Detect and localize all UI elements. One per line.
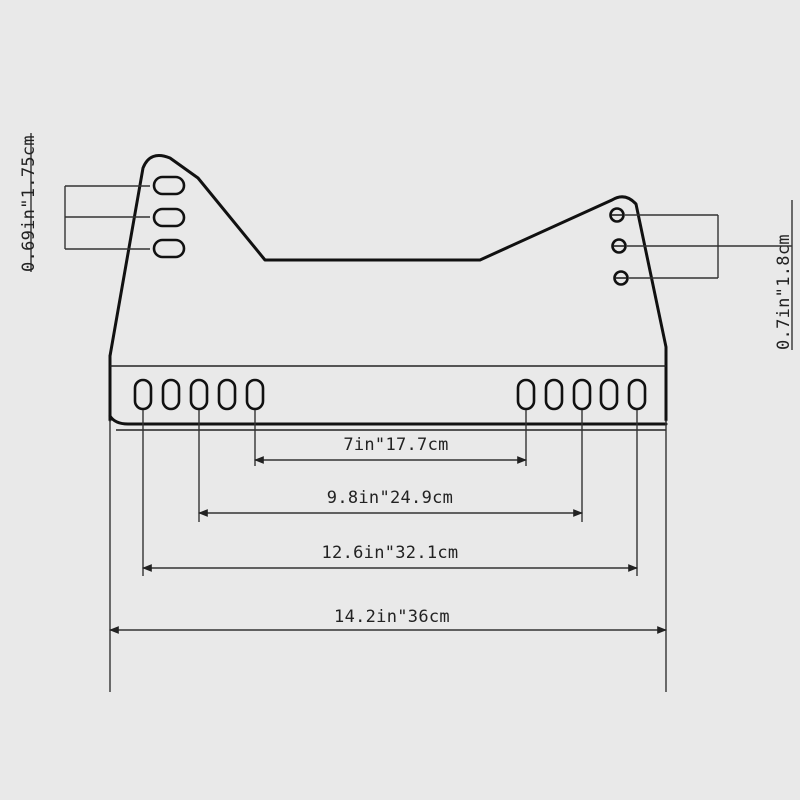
bottom-slot-left-2 bbox=[161, 378, 181, 411]
bottom-slot-right-5 bbox=[627, 378, 647, 411]
bottom-slot-right-4 bbox=[599, 378, 619, 411]
extension-lines bbox=[109, 410, 667, 692]
span-9-8in-label: 9.8in"24.9cm bbox=[327, 488, 453, 508]
right-upper-hole-1 bbox=[609, 207, 625, 223]
right-upper-hole-2 bbox=[611, 238, 627, 254]
left-upper-slot-1 bbox=[152, 175, 186, 196]
span-overall-dimension: 14.2in"36cm bbox=[109, 607, 667, 634]
bracket-bottom-edge bbox=[108, 414, 668, 426]
bottom-slots-left bbox=[133, 378, 265, 411]
bottom-slot-left-5 bbox=[245, 378, 265, 411]
bottom-slot-right-2 bbox=[544, 378, 564, 411]
bracket-outline bbox=[108, 154, 668, 431]
right-pitch-label: 0.7in"1.8cm bbox=[774, 234, 794, 350]
bottom-slot-right-3 bbox=[572, 378, 592, 411]
span-7in-label: 7in"17.7cm bbox=[343, 435, 448, 455]
span-12-6in-label: 12.6in"32.1cm bbox=[322, 543, 459, 563]
left-upper-slots bbox=[152, 175, 186, 259]
span-9-8in-dimension: 9.8in"24.9cm bbox=[198, 488, 583, 517]
bottom-slot-left-1 bbox=[133, 378, 153, 411]
right-upper-holes bbox=[609, 207, 629, 286]
span-12-6in-dimension: 12.6in"32.1cm bbox=[142, 543, 638, 572]
span-7in-dimension: 7in"17.7cm bbox=[254, 435, 527, 464]
left-pitch-dimension: 0.69in"1.75cm bbox=[19, 133, 150, 272]
left-upper-slot-3 bbox=[152, 238, 186, 259]
bottom-slot-right-1 bbox=[516, 378, 536, 411]
bracket-top-profile bbox=[108, 154, 668, 359]
right-pitch-dimension: 0.7in"1.8cm bbox=[625, 200, 794, 350]
bottom-slot-left-3 bbox=[189, 378, 209, 411]
left-pitch-label: 0.69in"1.75cm bbox=[19, 135, 39, 272]
bottom-slot-left-4 bbox=[217, 378, 237, 411]
left-upper-slot-2 bbox=[152, 207, 186, 228]
right-upper-hole-3 bbox=[613, 270, 629, 286]
bottom-slots-right bbox=[516, 378, 647, 411]
span-overall-label: 14.2in"36cm bbox=[334, 607, 450, 627]
